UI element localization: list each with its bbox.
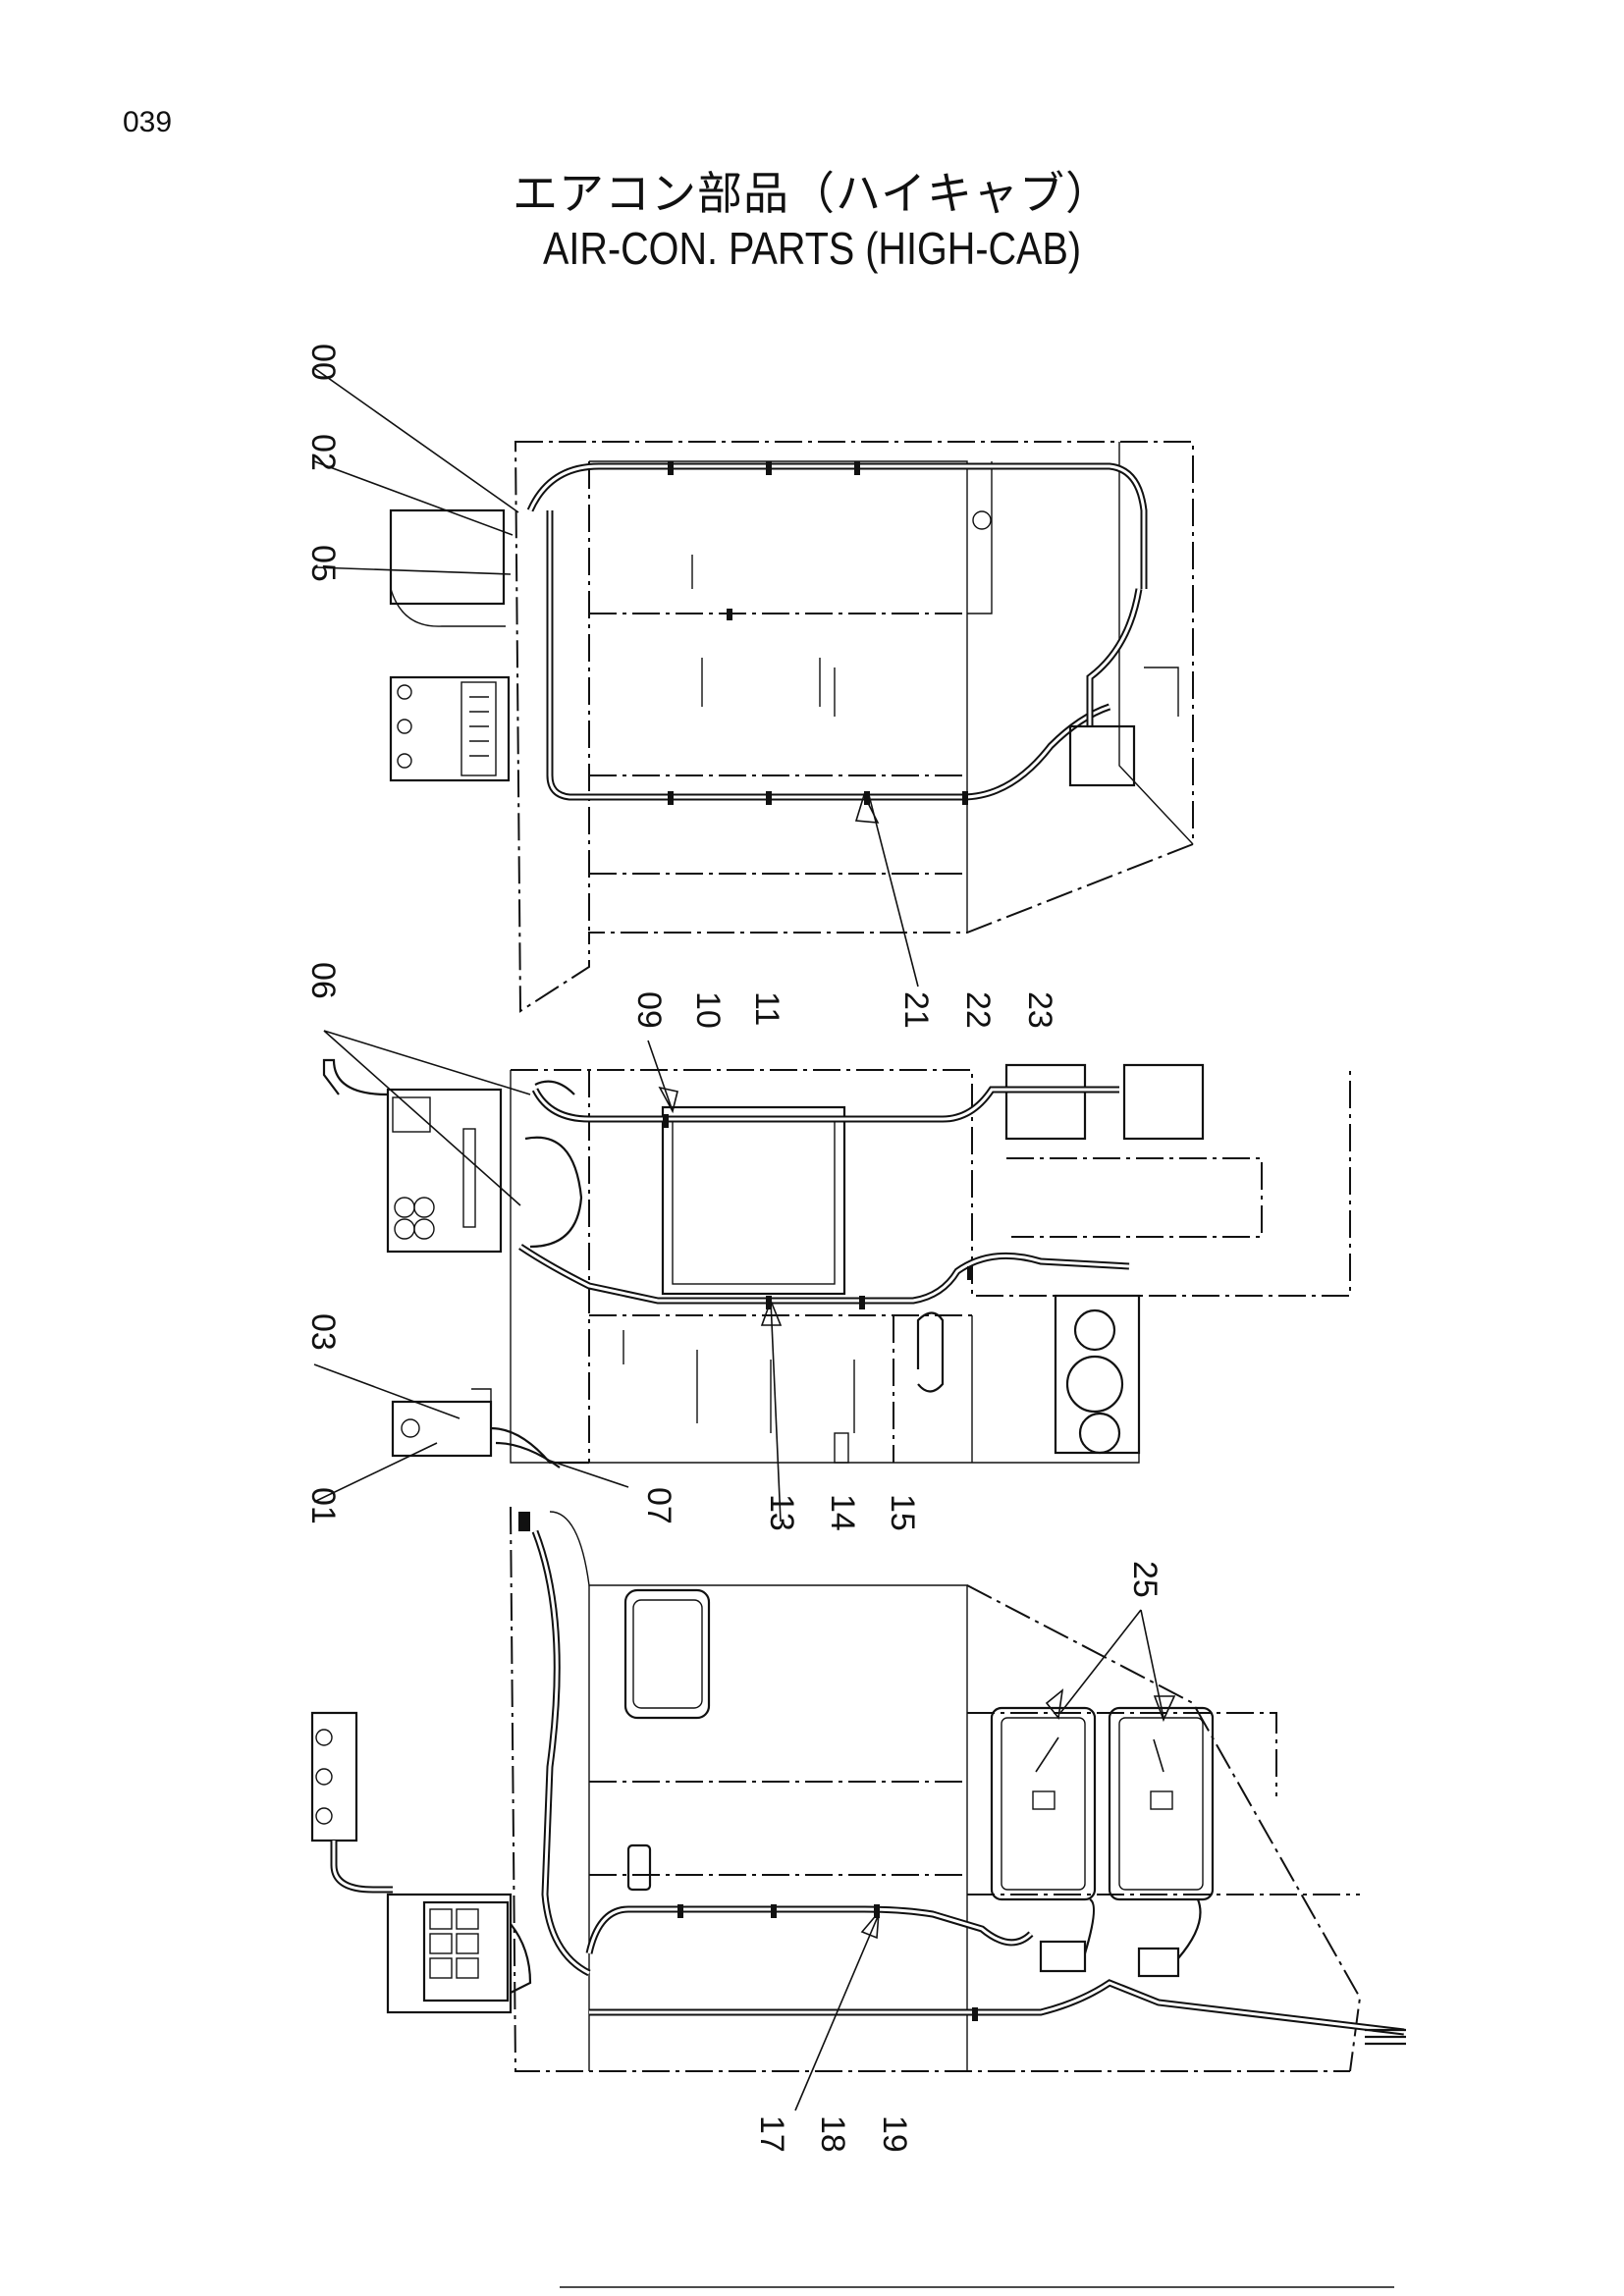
callout-10: 10	[689, 991, 727, 1029]
callout-15: 15	[884, 1494, 921, 1531]
view-bottom	[310, 1506, 1406, 2111]
title-block: エアコン部品（ハイキャブ） AIR-CON. PARTS (HIGH-CAB)	[0, 165, 1624, 275]
callout-19: 19	[876, 2115, 913, 2153]
callout-05: 05	[304, 545, 342, 582]
title-japanese: エアコン部品（ハイキャブ）	[512, 167, 1112, 220]
view-middle	[313, 1030, 1351, 1522]
callout-01: 01	[304, 1487, 342, 1524]
callout-13: 13	[763, 1494, 800, 1531]
callout-06: 06	[304, 962, 342, 999]
callout-11: 11	[748, 991, 785, 1026]
callout-09: 09	[630, 991, 668, 1029]
callout-03: 03	[304, 1313, 342, 1351]
callout-07: 07	[640, 1487, 677, 1524]
callout-14: 14	[824, 1494, 861, 1531]
callout-25: 25	[1126, 1561, 1164, 1598]
callout-22: 22	[959, 991, 997, 1029]
view-top	[313, 367, 1194, 1013]
callout-02: 02	[304, 434, 342, 471]
title-english: AIR-CON. PARTS (HIGH-CAB)	[542, 223, 1082, 274]
callout-21: 21	[897, 991, 935, 1029]
callout-18: 18	[814, 2115, 851, 2153]
callout-17: 17	[753, 2115, 790, 2153]
page-number: 039	[123, 106, 173, 138]
callout-23: 23	[1021, 991, 1058, 1029]
callout-00: 00	[304, 344, 342, 381]
